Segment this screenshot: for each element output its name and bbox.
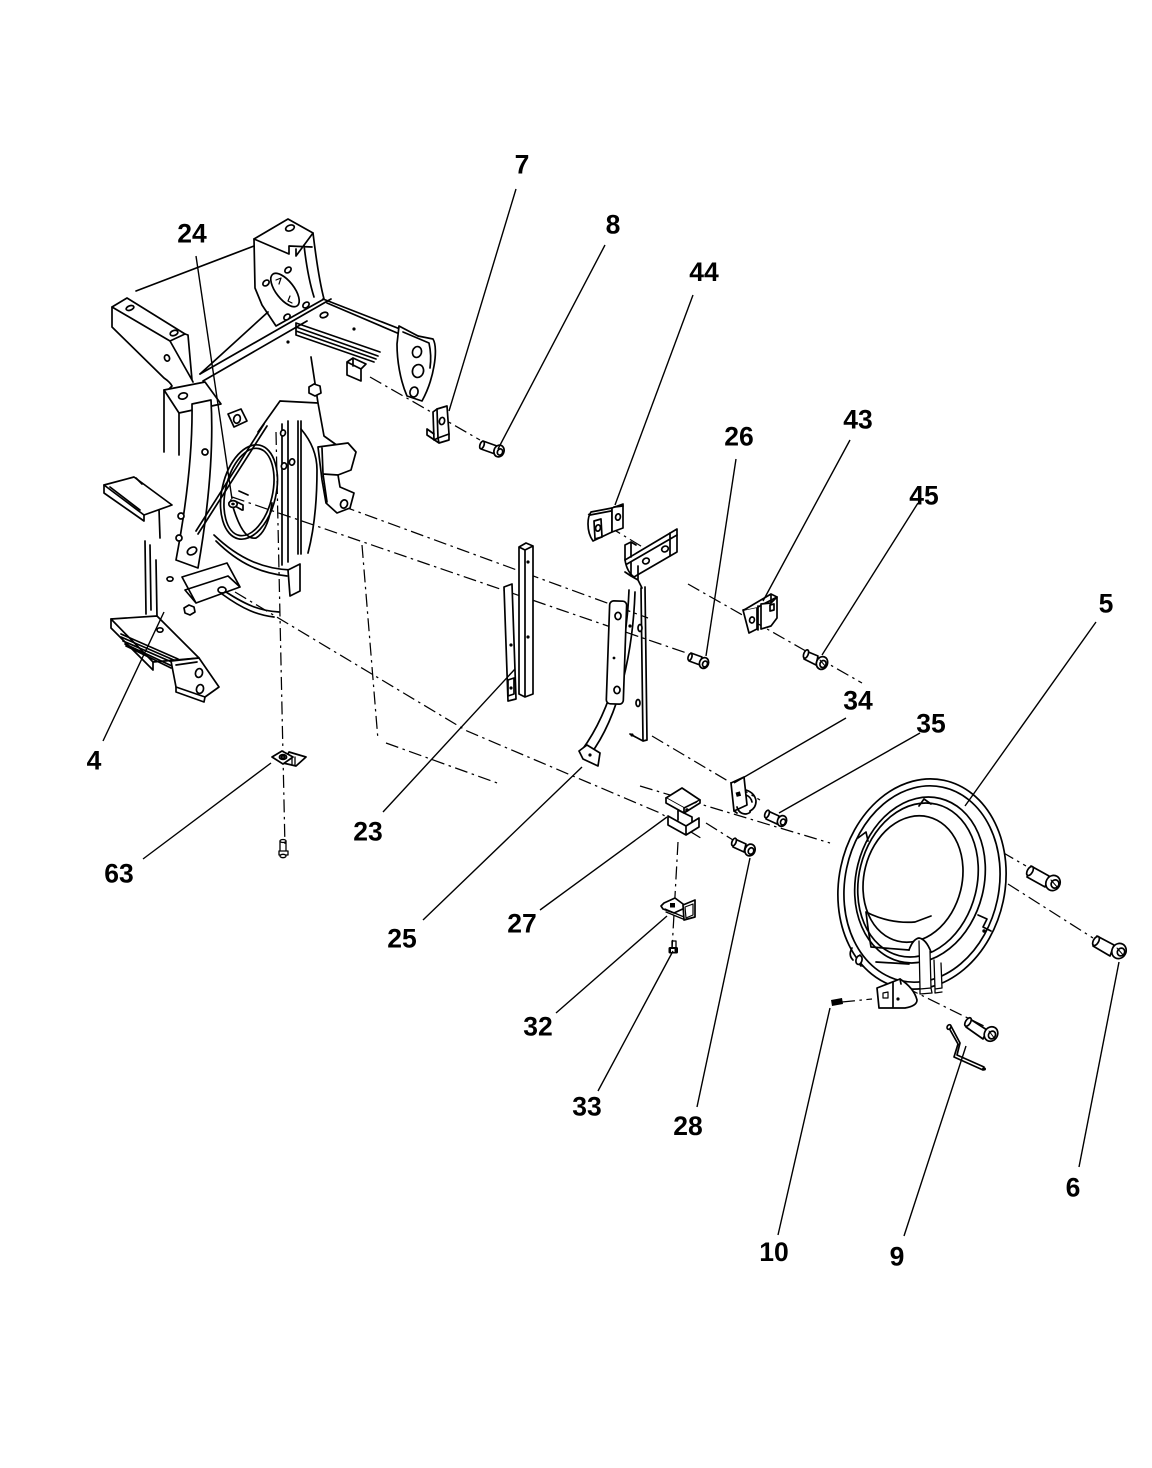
svg-text:27: 27: [507, 909, 536, 939]
svg-text:28: 28: [673, 1111, 702, 1141]
svg-text:6: 6: [1066, 1173, 1081, 1203]
svg-text:9: 9: [890, 1242, 905, 1272]
svg-text:63: 63: [104, 859, 133, 889]
svg-text:5: 5: [1099, 589, 1114, 619]
svg-text:26: 26: [724, 422, 753, 452]
svg-text:33: 33: [572, 1092, 601, 1122]
svg-text:44: 44: [689, 257, 719, 287]
svg-text:23: 23: [353, 817, 382, 847]
svg-text:25: 25: [387, 924, 416, 954]
svg-text:10: 10: [759, 1237, 788, 1267]
svg-text:34: 34: [843, 686, 873, 716]
svg-text:35: 35: [916, 709, 945, 739]
svg-text:24: 24: [177, 219, 207, 249]
svg-text:8: 8: [606, 210, 621, 240]
svg-text:32: 32: [523, 1012, 552, 1042]
svg-text:45: 45: [909, 481, 938, 511]
svg-text:4: 4: [87, 746, 102, 776]
svg-text:7: 7: [515, 150, 530, 180]
svg-text:43: 43: [843, 405, 872, 435]
